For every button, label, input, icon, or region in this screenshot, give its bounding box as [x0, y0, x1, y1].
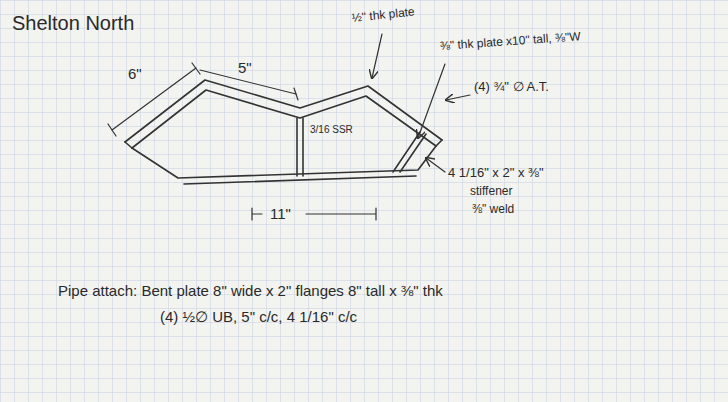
leader-line	[426, 158, 445, 172]
top-plate-outer	[125, 80, 442, 142]
dimension: 11"	[270, 206, 291, 223]
leader-line	[418, 64, 445, 138]
leader-line	[372, 34, 382, 78]
callout-note: (4) ¾" ∅ A.T.	[474, 80, 549, 94]
callout-note: ⅜" weld	[472, 203, 514, 216]
bottom-plate	[132, 146, 436, 178]
note-line: Pipe attach: Bent plate 8" wide x 2" fla…	[58, 283, 443, 300]
leader-line	[446, 95, 470, 100]
dimension: 6"	[128, 66, 142, 83]
diagonal-stiffener	[393, 132, 426, 172]
top-plate-inner	[132, 90, 436, 148]
dimension-line	[112, 68, 196, 130]
stiffener	[297, 118, 303, 176]
sketch-title: Shelton North	[12, 12, 134, 34]
dimension: 5"	[238, 60, 252, 77]
note-line: (4) ½∅ UB, 5" c/c, 4 1/16" c/c	[160, 309, 357, 326]
weld-note: 3/16 SSR	[310, 124, 353, 135]
callout-note: stiffener	[470, 185, 512, 198]
callout-note: 4 1/16" x 2" x ⅜"	[448, 166, 544, 180]
